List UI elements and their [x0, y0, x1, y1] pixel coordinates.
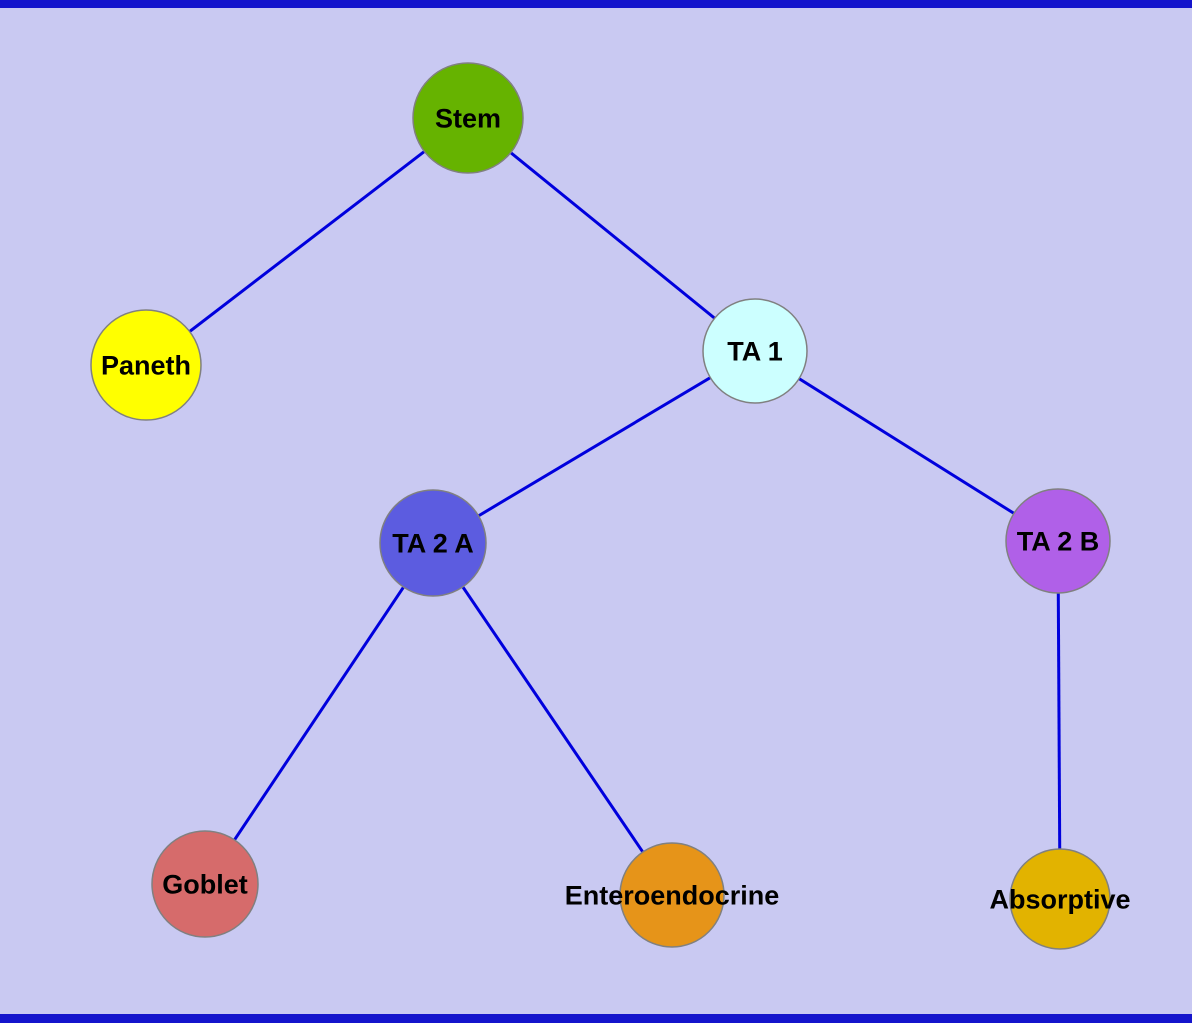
node-ta1[interactable] — [702, 298, 808, 404]
edge-ta2a-enteroendocrine — [431, 542, 674, 896]
node-enteroendocrine[interactable] — [619, 842, 725, 948]
node-paneth[interactable] — [90, 309, 202, 421]
node-stem[interactable] — [412, 62, 524, 174]
edge-ta1-ta2a — [432, 349, 756, 545]
node-goblet[interactable] — [151, 830, 259, 938]
edge-stem-paneth — [145, 116, 469, 367]
edge-ta2a-goblet — [203, 542, 435, 885]
edges-layer — [145, 116, 1062, 900]
edge-ta2b-absorptive — [1056, 540, 1062, 900]
node-ta2a[interactable] — [379, 489, 487, 597]
edge-stem-ta1 — [467, 116, 756, 353]
node-absorptive[interactable] — [1009, 848, 1111, 950]
node-ta2b[interactable] — [1005, 488, 1111, 594]
edge-ta1-ta2b — [754, 349, 1059, 543]
